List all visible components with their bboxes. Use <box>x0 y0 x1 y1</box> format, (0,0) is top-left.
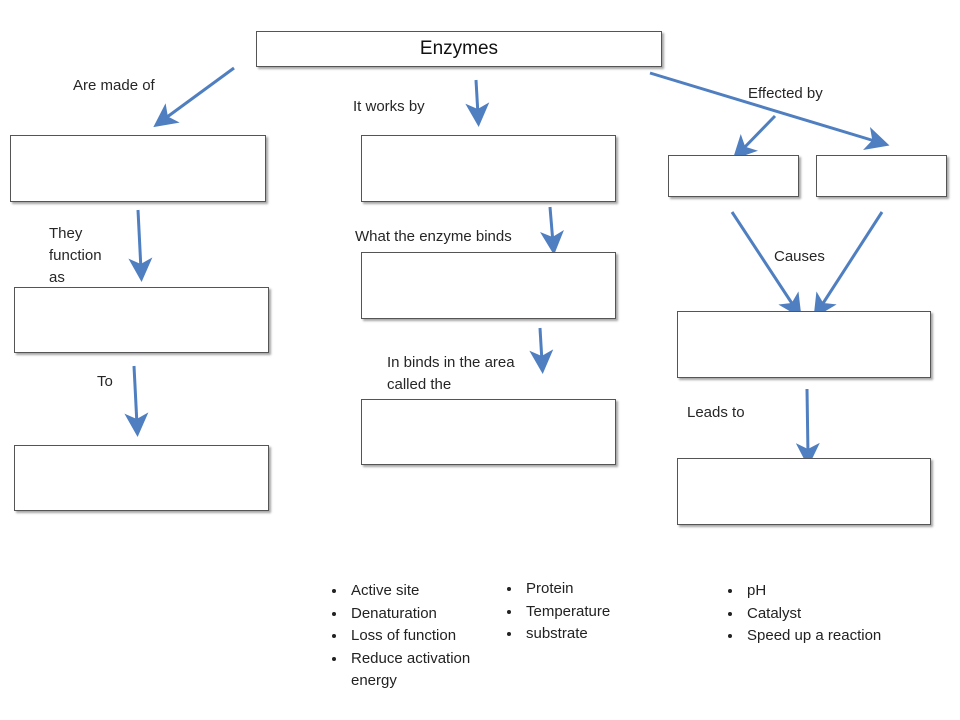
word-bank-item: pH <box>743 580 943 603</box>
binds-box[interactable] <box>361 252 616 319</box>
arrow-works-to-binds <box>540 206 564 255</box>
label-causes: Causes <box>774 248 825 265</box>
label-it-works-by: It works by <box>353 98 425 115</box>
title-text: Enzymes <box>419 38 499 59</box>
factor-box-left[interactable] <box>668 155 799 197</box>
word-bank-item: Catalyst <box>743 603 943 626</box>
arrow-title-to-made-of <box>153 66 235 128</box>
arrow-causes-to-leads <box>795 388 820 467</box>
word-bank-list-3: pH Catalyst Speed up a reaction <box>717 580 943 648</box>
word-bank-item: Temperature <box>522 601 672 624</box>
made-of-box[interactable] <box>10 135 266 202</box>
leads-to-box[interactable] <box>677 458 931 525</box>
works-by-box[interactable] <box>361 135 616 202</box>
label-are-made-of: Are made of <box>73 77 155 94</box>
causes-box[interactable] <box>677 311 931 378</box>
arrow-left-factor-to-causes <box>730 211 802 319</box>
word-bank-list-1: Active site Denaturation Loss of functio… <box>321 580 517 693</box>
arrow-made-of-to-function <box>128 209 153 282</box>
arrow-binds-to-site <box>529 327 554 374</box>
to-box[interactable] <box>14 445 269 511</box>
word-bank-item: Active site <box>347 580 517 603</box>
arrow-function-to-to <box>124 365 149 437</box>
label-binds-area: In binds in the area called the <box>387 354 515 393</box>
word-bank-item: Denaturation <box>347 603 517 626</box>
function-box[interactable] <box>14 287 269 353</box>
arrow-effected-to-left-box <box>732 114 777 160</box>
label-leads-to: Leads to <box>687 404 745 421</box>
label-effected-by: Effected by <box>748 85 823 102</box>
arrow-title-to-effected-right <box>649 71 890 151</box>
title-box: Enzymes <box>256 31 662 67</box>
word-bank-item: Protein <box>522 578 672 601</box>
label-to: To <box>97 373 113 390</box>
arrow-right-factor-to-causes <box>813 211 884 319</box>
factor-box-right[interactable] <box>816 155 947 197</box>
word-bank-item: Speed up a reaction <box>743 625 943 648</box>
binding-area-box[interactable] <box>361 399 616 465</box>
word-bank-item: Reduce activation energy <box>347 648 517 693</box>
arrow-title-to-works-by <box>465 79 490 127</box>
word-bank-list-2: Protein Temperature substrate <box>496 578 672 646</box>
label-what-enzyme-binds: What the enzyme binds <box>355 228 512 245</box>
label-they-function-as: They function as <box>49 225 102 286</box>
word-bank-item: Loss of function <box>347 625 517 648</box>
word-bank-item: substrate <box>522 623 672 646</box>
